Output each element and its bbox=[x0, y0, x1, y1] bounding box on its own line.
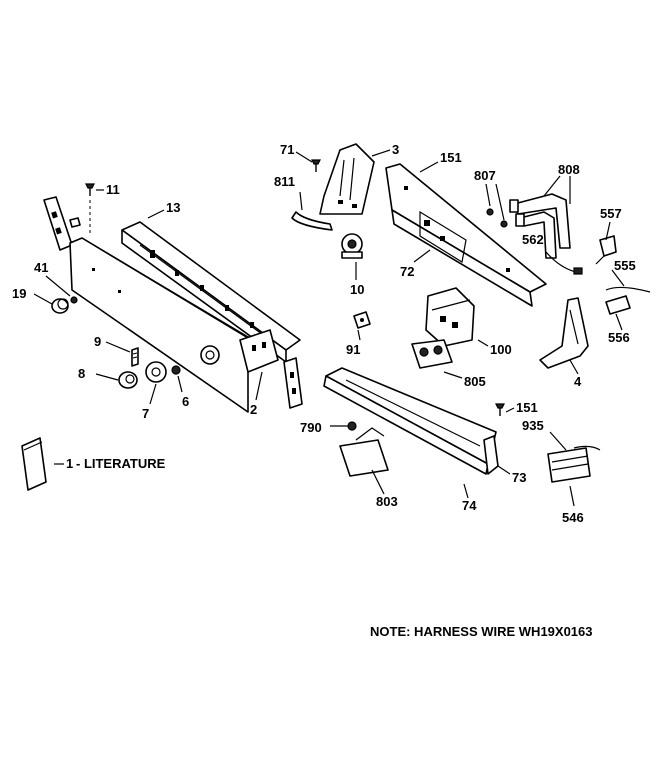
leader-lines bbox=[33, 149, 625, 507]
screw-11 bbox=[85, 183, 95, 236]
label-803: 803 bbox=[376, 494, 398, 509]
wire-555 bbox=[605, 286, 651, 293]
label-11: 11 bbox=[106, 182, 120, 197]
label-562: 562 bbox=[522, 232, 544, 247]
connector-557 bbox=[595, 235, 617, 265]
literature-booklet bbox=[21, 437, 47, 491]
label-73: 73 bbox=[512, 470, 526, 485]
label-790: 790 bbox=[300, 420, 322, 435]
label-811: 811 bbox=[274, 174, 295, 189]
label-9: 9 bbox=[94, 334, 101, 349]
ring-41 bbox=[70, 296, 78, 304]
label-91: 91 bbox=[346, 342, 360, 357]
label-935: 935 bbox=[522, 418, 544, 433]
label-807: 807 bbox=[474, 168, 496, 183]
label-151a: 151 bbox=[440, 150, 462, 165]
dial-7 bbox=[145, 361, 167, 383]
label-556: 556 bbox=[608, 330, 630, 345]
valve-805 bbox=[411, 339, 453, 369]
switch-91 bbox=[353, 311, 371, 329]
label-7: 7 bbox=[142, 406, 149, 421]
panel-bracket-2 bbox=[239, 329, 279, 373]
harness-note: NOTE: HARNESS WIRE WH19X0163 bbox=[370, 624, 593, 639]
clip-part bbox=[69, 217, 81, 228]
end-cap-right bbox=[283, 357, 303, 409]
label-100: 100 bbox=[490, 342, 512, 357]
label-805: 805 bbox=[464, 374, 486, 389]
control-panel-housing-13 bbox=[121, 221, 301, 363]
label-808: 808 bbox=[558, 162, 580, 177]
bracket-803 bbox=[339, 427, 389, 477]
label-literature: - LITERATURE bbox=[76, 456, 166, 471]
timer-100 bbox=[425, 287, 475, 347]
end-cap-left bbox=[43, 196, 73, 251]
label-555: 555 bbox=[614, 258, 636, 273]
fill-hoses-808 bbox=[509, 193, 571, 259]
label-74: 74 bbox=[462, 498, 477, 513]
button-6 bbox=[171, 365, 181, 375]
label-13: 13 bbox=[166, 200, 180, 215]
side-bracket-3 bbox=[319, 143, 375, 215]
label-8: 8 bbox=[78, 366, 85, 381]
spring-9 bbox=[131, 347, 139, 367]
label-72: 72 bbox=[400, 264, 414, 279]
plug-556 bbox=[605, 295, 631, 315]
wire-562 bbox=[545, 251, 583, 275]
label-19: 19 bbox=[12, 286, 26, 301]
clip-790 bbox=[347, 421, 357, 431]
label-4: 4 bbox=[574, 374, 582, 389]
screw-71 bbox=[311, 159, 321, 172]
label-6: 6 bbox=[182, 394, 189, 409]
knob-8 bbox=[118, 371, 138, 389]
label-2: 2 bbox=[250, 402, 257, 417]
harness-connector-546 bbox=[547, 445, 601, 483]
pressure-switch-10 bbox=[341, 233, 363, 259]
control-panel-front bbox=[69, 237, 251, 413]
label-546: 546 bbox=[562, 510, 584, 525]
label-557: 557 bbox=[600, 206, 622, 221]
label-1: 1 bbox=[66, 456, 73, 471]
label-10: 10 bbox=[350, 282, 364, 297]
screw-151b bbox=[495, 403, 505, 416]
washers-807 bbox=[486, 208, 508, 228]
back-panel-72 bbox=[385, 163, 547, 307]
label-71: 71 bbox=[280, 142, 294, 157]
label-41: 41 bbox=[34, 260, 48, 275]
top-cover-74 bbox=[323, 367, 497, 475]
hose-811 bbox=[291, 211, 333, 231]
knob-19 bbox=[51, 298, 69, 314]
side-bracket-4 bbox=[539, 297, 589, 369]
label-3: 3 bbox=[392, 142, 399, 157]
label-151b: 151 bbox=[516, 400, 538, 415]
